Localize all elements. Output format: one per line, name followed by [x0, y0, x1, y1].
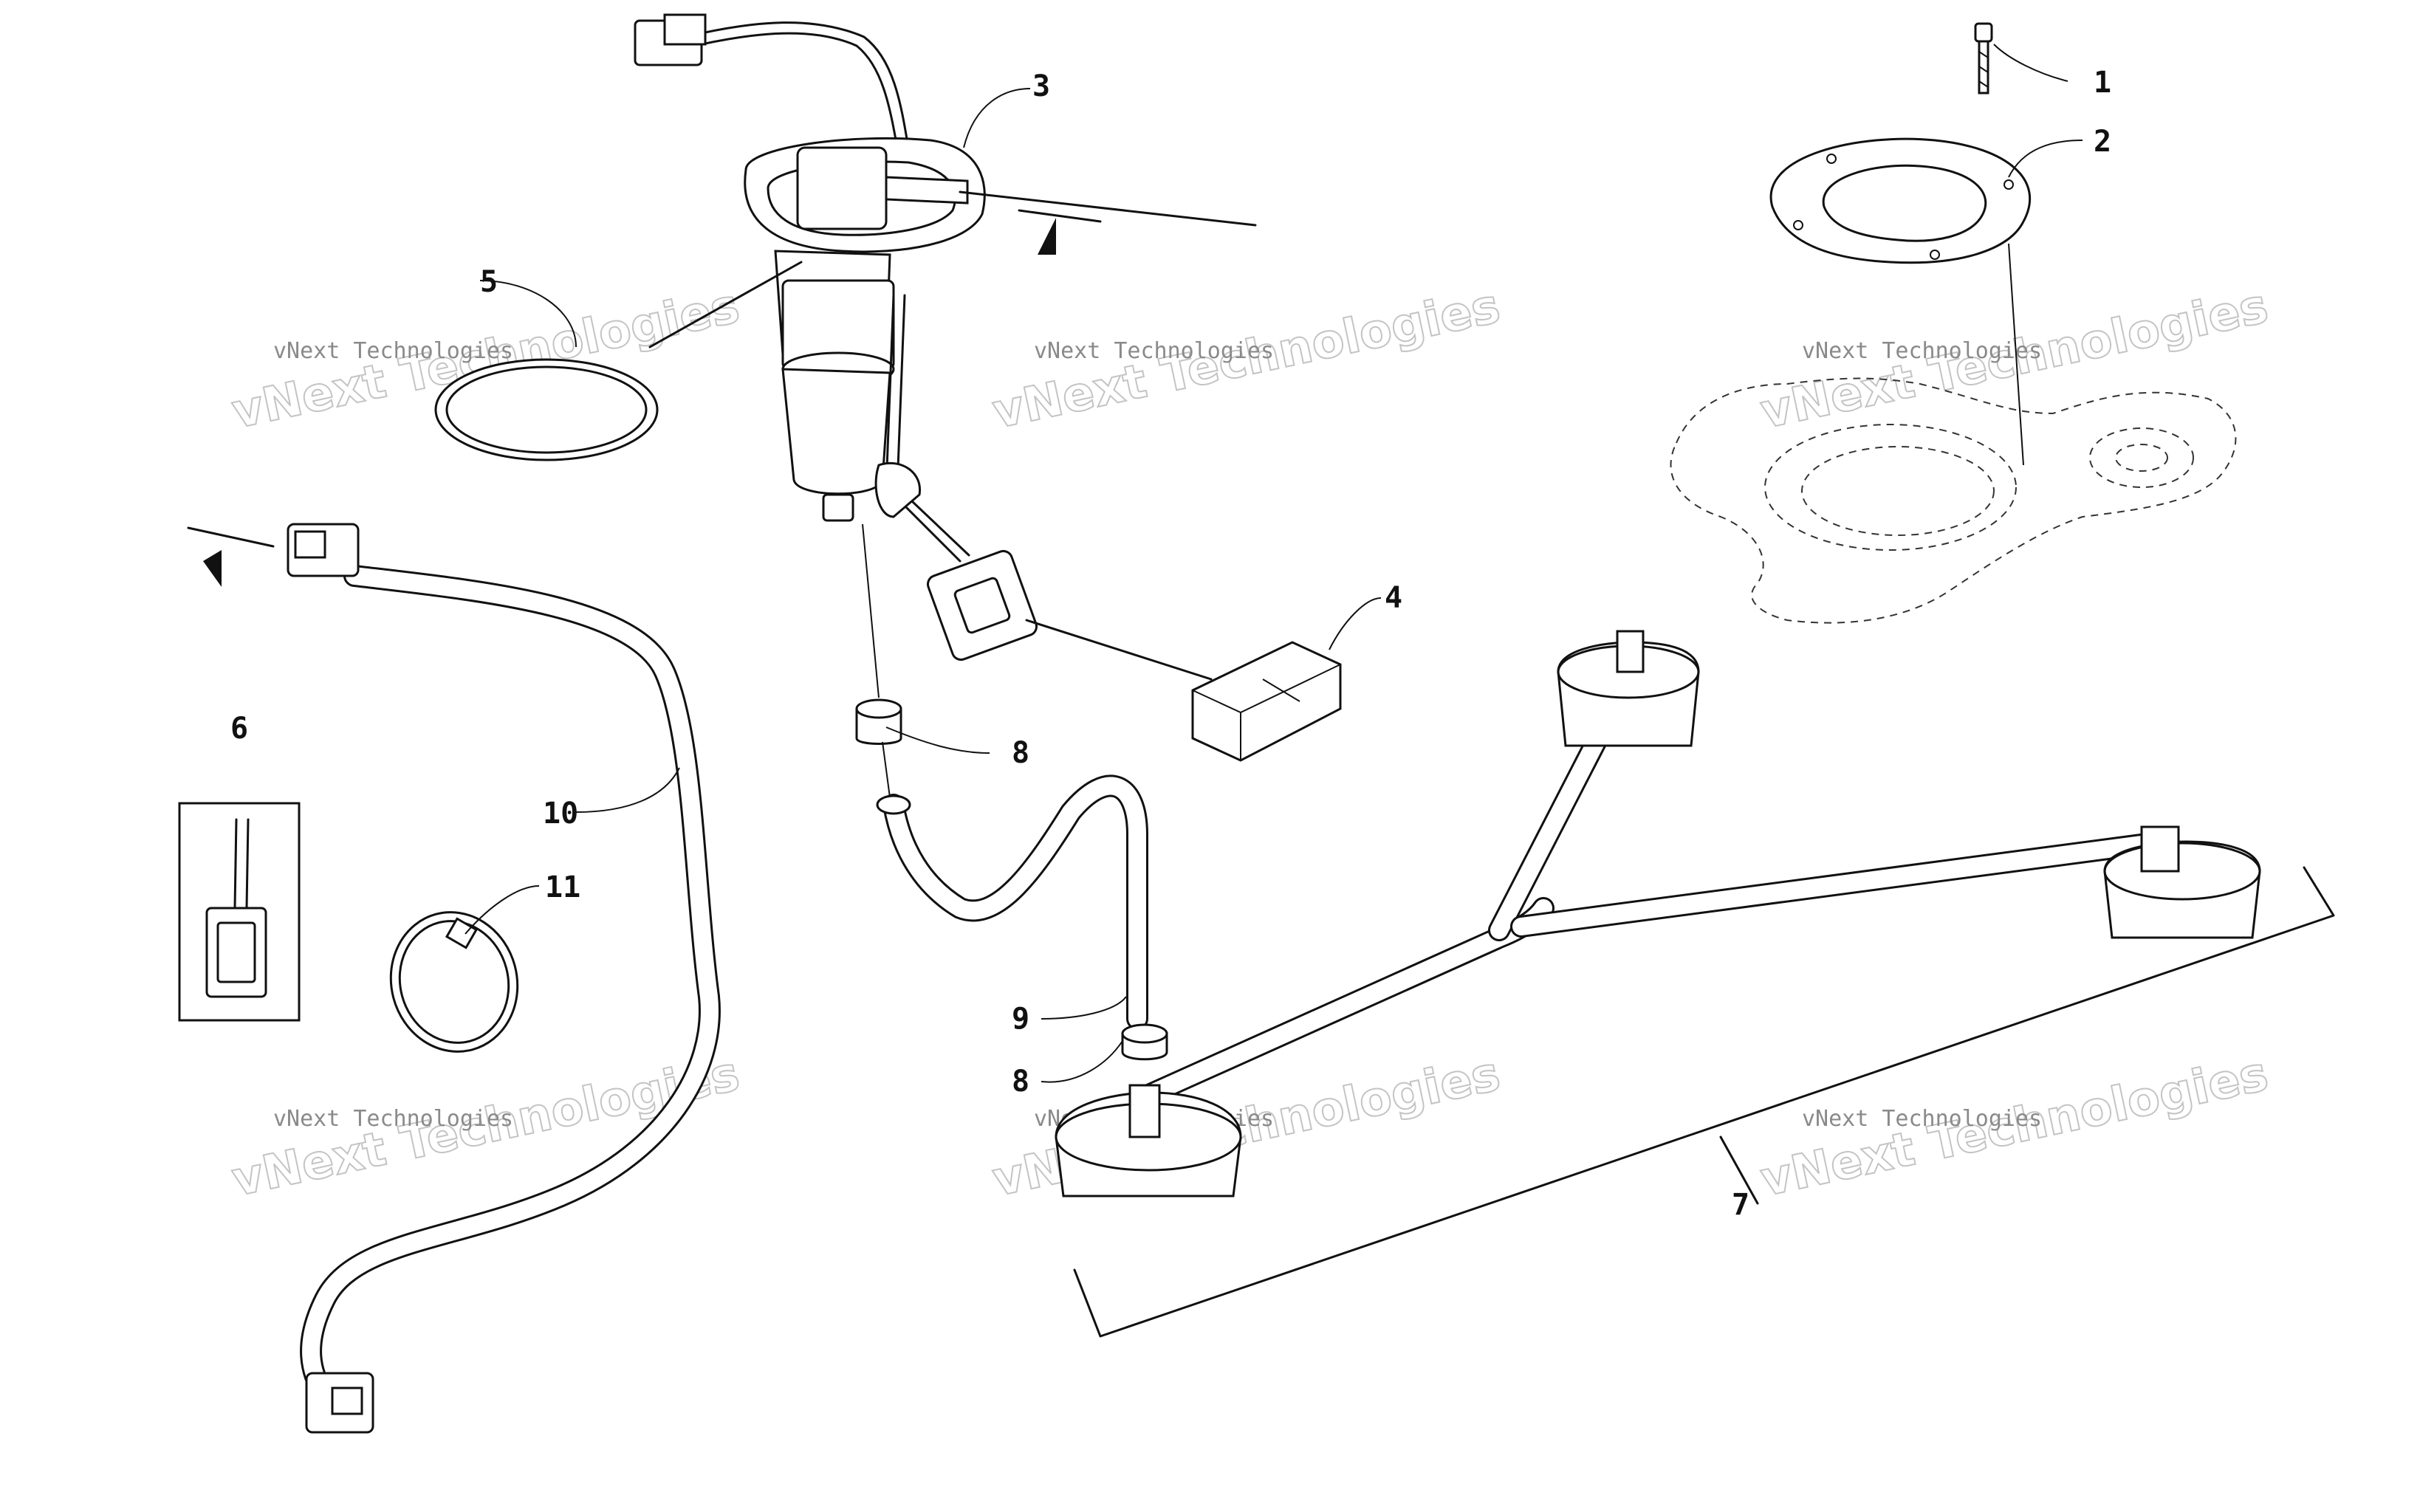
- part-jet-pump-assembly: [1055, 630, 2335, 1338]
- leader-lines: [465, 44, 2083, 1083]
- callout-6: 6: [230, 712, 248, 746]
- part-fuel-level-sender: [926, 549, 1213, 681]
- callout-7: 7: [1732, 1188, 1749, 1222]
- part-fuel-pump: [634, 13, 1257, 563]
- callout-8: 8: [1012, 1065, 1029, 1099]
- watermark-small: vNext Technologies: [1034, 338, 1274, 364]
- callout-labels: 1 2 3 4 5 6 7 8 8 9 10 11: [230, 66, 2111, 1222]
- part-hose-clamp: [389, 911, 519, 1053]
- callout-10: 10: [543, 797, 578, 831]
- callout-4: 4: [1385, 581, 1402, 615]
- part-float: [1191, 641, 1342, 762]
- callout-8: 8: [1012, 736, 1029, 770]
- callout-2: 2: [2094, 125, 2111, 159]
- part-screw: [1974, 22, 1993, 185]
- watermark-small: vNext Technologies: [273, 338, 513, 364]
- part-connector-inset: [178, 802, 301, 1022]
- part-retaining-ring: [1769, 137, 2032, 264]
- callout-3: 3: [1032, 69, 1050, 103]
- watermark-small: vNext Technologies: [1802, 1106, 2042, 1132]
- watermark-small: vNext Technologies: [1802, 338, 2042, 364]
- callout-11: 11: [545, 870, 580, 904]
- callout-5: 5: [480, 265, 498, 299]
- fuel-tank-outline: [1670, 243, 2237, 624]
- callout-1: 1: [2094, 66, 2111, 100]
- part-jet-pump-hose: [855, 523, 1168, 1061]
- part-o-ring: [434, 261, 803, 461]
- part-fuel-line: [187, 209, 1102, 1434]
- watermark-small: vNext Technologies: [273, 1106, 513, 1132]
- callout-9: 9: [1012, 1002, 1029, 1036]
